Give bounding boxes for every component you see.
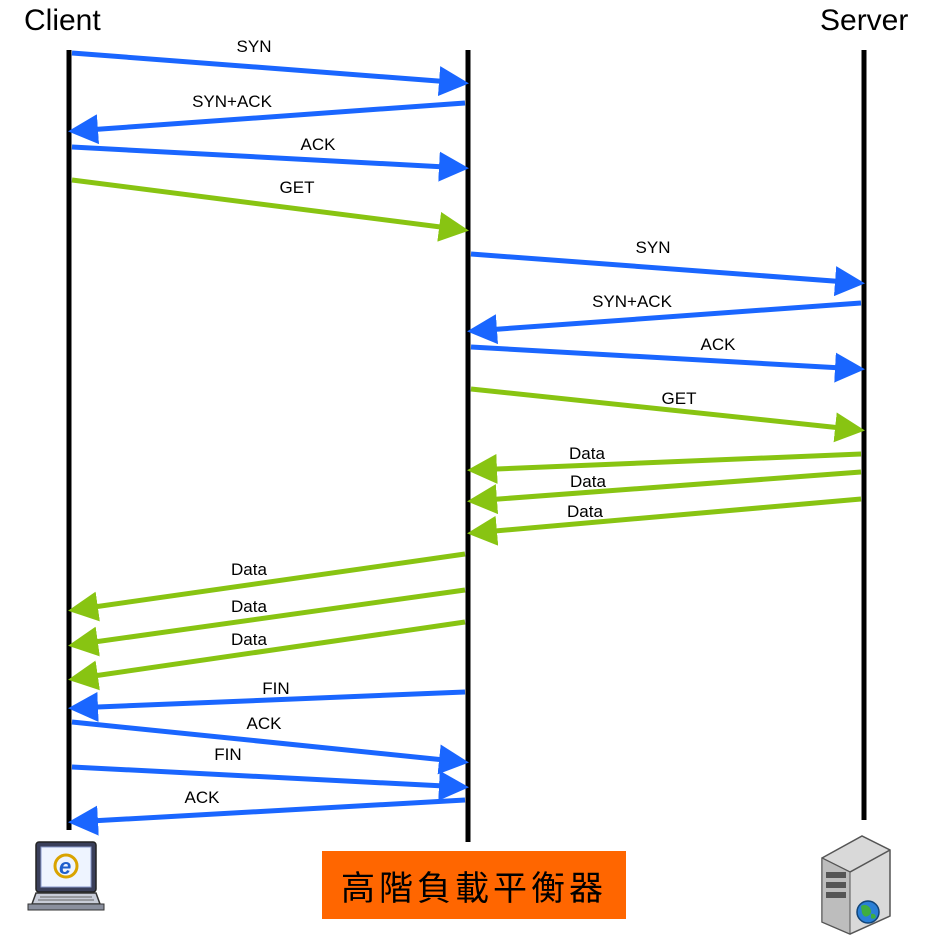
message-label-14: Data bbox=[231, 630, 267, 649]
message-label-2: SYN+ACK bbox=[192, 92, 272, 111]
message-label-13: Data bbox=[231, 597, 267, 616]
message-arrow-11 bbox=[467, 496, 862, 546]
server-title: Server bbox=[820, 4, 909, 37]
message-arrow-2 bbox=[68, 100, 466, 145]
client-title: Client bbox=[24, 4, 101, 37]
message-arrow-14 bbox=[68, 619, 466, 691]
message-label-16: ACK bbox=[247, 714, 283, 733]
message-label-15: FIN bbox=[262, 679, 289, 698]
server-tower-icon bbox=[821, 835, 891, 935]
message-arrow-18 bbox=[68, 797, 466, 836]
message-arrow-15 bbox=[68, 689, 466, 722]
message-label-3: ACK bbox=[301, 135, 337, 154]
message-label-12: Data bbox=[231, 560, 267, 579]
messages: SYNSYN+ACKACKGETSYNSYN+ACKACKGETDataData… bbox=[68, 37, 865, 836]
message-arrow-4 bbox=[71, 177, 469, 242]
message-arrow-5 bbox=[470, 251, 865, 297]
message-label-10: Data bbox=[570, 472, 606, 491]
message-arrow-16 bbox=[71, 719, 469, 775]
load-balancer-box: 高階負載平衡器 bbox=[322, 851, 626, 919]
message-label-5: SYN bbox=[636, 238, 671, 257]
load-balancer-label: 高階負載平衡器 bbox=[341, 868, 607, 909]
message-arrow-7 bbox=[470, 344, 865, 383]
message-arrow-8 bbox=[470, 386, 865, 443]
message-label-18: ACK bbox=[185, 788, 221, 807]
message-arrow-6 bbox=[467, 300, 862, 345]
message-label-4: GET bbox=[280, 178, 315, 197]
message-label-11: Data bbox=[567, 502, 603, 521]
message-arrow-9 bbox=[467, 451, 862, 484]
svg-text:e: e bbox=[59, 854, 71, 879]
message-arrow-1 bbox=[71, 50, 469, 97]
message-label-9: Data bbox=[569, 444, 605, 463]
message-label-8: GET bbox=[662, 389, 697, 408]
laptop-browser-icon: e bbox=[27, 841, 105, 911]
message-label-7: ACK bbox=[701, 335, 737, 354]
message-label-1: SYN bbox=[237, 37, 272, 56]
message-arrow-10 bbox=[467, 469, 862, 515]
message-arrow-12 bbox=[68, 551, 466, 622]
message-arrow-3 bbox=[71, 144, 469, 182]
message-label-17: FIN bbox=[214, 745, 241, 764]
message-label-6: SYN+ACK bbox=[592, 292, 672, 311]
message-arrow-13 bbox=[68, 587, 466, 657]
message-arrow-17 bbox=[71, 764, 469, 801]
